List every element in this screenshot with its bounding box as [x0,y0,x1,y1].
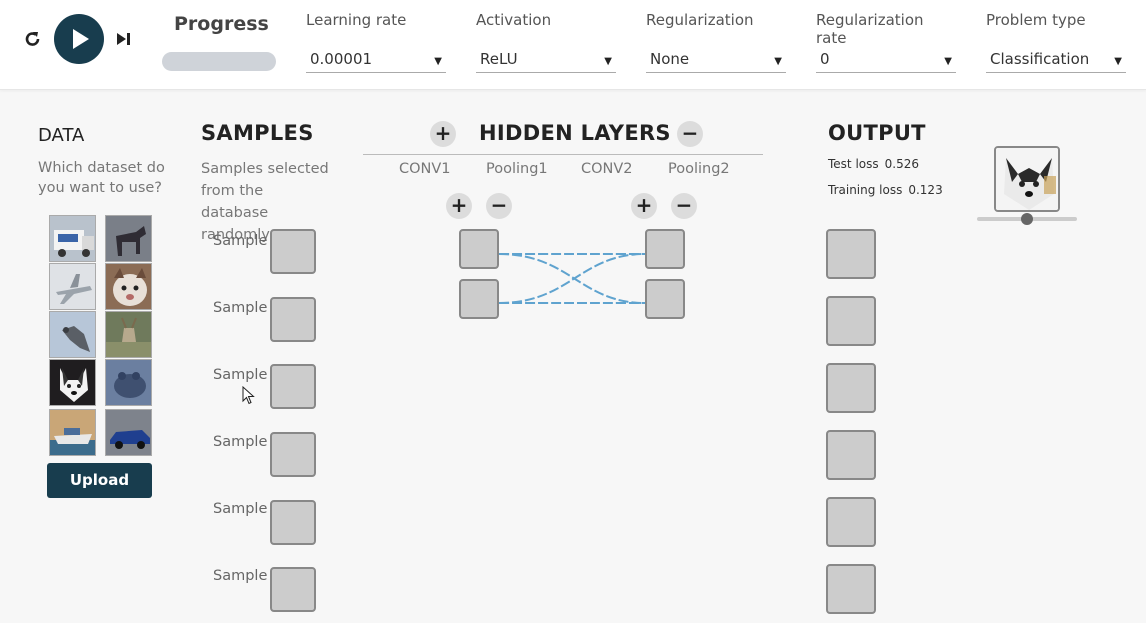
sample-label: Sample [213,300,268,316]
dataset-thumb-automobile[interactable] [105,409,152,456]
problem-type-select[interactable]: Classification ▼ [986,49,1126,73]
regularization-select[interactable]: None ▼ [646,49,786,73]
sample-node[interactable] [270,432,316,477]
activation-value: ReLU [480,50,518,68]
output-preview-image [994,146,1060,212]
learning-rate-value: 0.00001 [310,50,373,68]
sample-node[interactable] [270,297,316,342]
layer-label-pooling1: Pooling1 [486,161,548,177]
activation-select[interactable]: ReLU ▼ [476,49,616,73]
layer-label-pooling2: Pooling2 [668,161,730,177]
dataset-thumb-truck[interactable] [49,215,96,262]
problem-type-param: Problem type Classification ▼ [986,11,1126,73]
upload-button[interactable]: Upload [47,463,152,498]
sample-node[interactable] [270,567,316,612]
regularization-value: None [650,50,690,68]
sample-node[interactable] [270,229,316,274]
dataset-thumb-horse[interactable] [105,215,152,262]
test-loss-label: Test loss [828,157,879,171]
output-node[interactable] [826,363,876,413]
hidden-node[interactable] [459,229,499,269]
data-title: DATA [38,125,85,146]
dataset-thumb-dog[interactable] [49,359,96,406]
learning-rate-select[interactable]: 0.00001 ▼ [306,49,446,73]
output-node[interactable] [826,497,876,547]
output-node[interactable] [826,564,876,614]
add-layer-button[interactable]: + [430,121,456,147]
output-node[interactable] [826,296,876,346]
chevron-down-icon: ▼ [944,56,952,67]
sample-label: Sample [213,434,268,450]
learning-rate-param: Learning rate 0.00001 ▼ [306,11,446,73]
hidden-node[interactable] [645,279,685,319]
progress-bar [162,52,276,71]
test-loss: Test loss 0.526 [828,157,919,171]
training-loss-label: Training loss [828,183,903,197]
chevron-down-icon: ▼ [1114,56,1122,67]
preview-slider-handle[interactable] [1021,213,1033,225]
hidden-layers-title: HIDDEN LAYERS [479,121,671,145]
output-node[interactable] [826,229,876,279]
training-loss: Training loss 0.123 [828,183,943,197]
dataset-thumb-cat[interactable] [105,263,152,310]
regularization-label: Regularization [646,11,754,29]
sample-label: Sample [213,233,268,249]
dataset-thumb-frog[interactable] [105,359,152,406]
top-toolbar: Progress Learning rate 0.00001 ▼ Activati… [0,0,1146,90]
output-title: OUTPUT [828,121,926,145]
hidden-node[interactable] [459,279,499,319]
play-button[interactable] [54,14,104,64]
output-node[interactable] [826,430,876,480]
reset-icon[interactable] [22,28,44,50]
remove-neuron-button[interactable]: − [671,193,697,219]
activation-param: Activation ReLU ▼ [476,11,616,73]
layer-label-conv2: CONV2 [581,161,633,177]
regularization-param: Regularization None ▼ [646,11,786,73]
regularization-rate-param: Regularization rate 0▼ [816,11,956,73]
regularization-rate-label: Regularization rate [816,11,924,47]
activation-label: Activation [476,11,552,29]
remove-layer-button[interactable]: − [677,121,703,147]
remove-neuron-button[interactable]: − [486,193,512,219]
add-neuron-button[interactable]: + [446,193,472,219]
dataset-thumb-deer[interactable] [105,311,152,358]
sample-label: Sample [213,501,268,517]
samples-subtitle: Samples selected from the database rando… [201,161,329,243]
sample-label: Sample [213,568,268,584]
layer-label-conv1: CONV1 [399,161,451,177]
dataset-thumb-ship[interactable] [49,409,96,456]
learning-rate-label: Learning rate [306,11,407,29]
sample-node[interactable] [270,364,316,409]
training-loss-value: 0.123 [908,183,943,197]
test-loss-value: 0.526 [884,157,919,171]
data-panel: DATA Which dataset do you want to use? [38,125,173,198]
mouse-cursor-icon [242,386,255,405]
sample-node[interactable] [270,500,316,545]
add-neuron-button[interactable]: + [631,193,657,219]
problem-type-label: Problem type [986,11,1086,29]
samples-title: SAMPLES [201,121,314,145]
chevron-down-icon: ▼ [434,56,442,67]
sample-label: Sample [213,367,268,383]
dataset-thumb-airplane[interactable] [49,263,96,310]
progress-label: Progress [174,13,269,35]
hidden-node[interactable] [645,229,685,269]
chevron-down-icon: ▼ [774,56,782,67]
hidden-layers-divider [363,154,763,155]
dataset-thumb-bird[interactable] [49,311,96,358]
problem-type-value: Classification [990,50,1090,68]
regularization-rate-value: 0 [820,50,830,68]
step-forward-icon[interactable] [114,30,134,48]
chevron-down-icon: ▼ [604,56,612,67]
data-subtitle: Which dataset do you want to use? [38,160,165,196]
regularization-rate-select[interactable]: 0▼ [816,49,956,73]
